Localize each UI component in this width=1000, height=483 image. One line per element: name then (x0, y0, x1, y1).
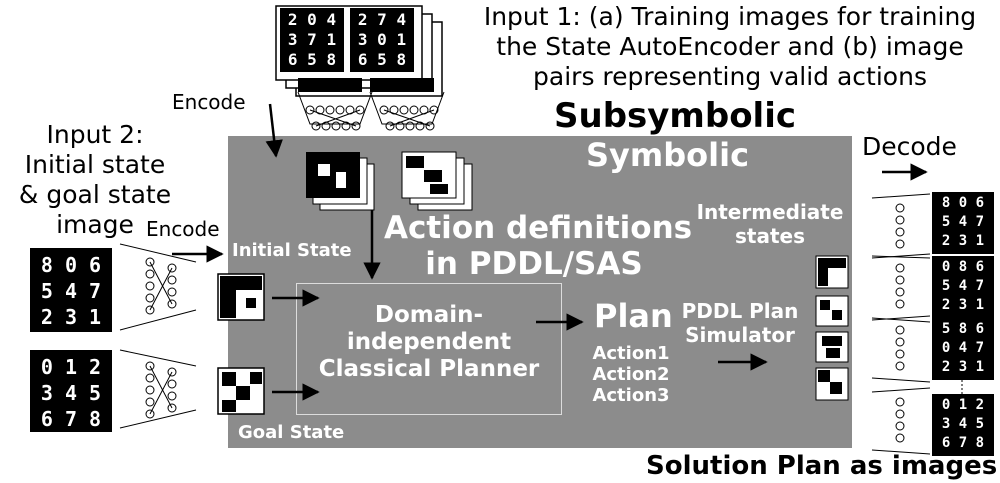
encode-left-label: Encode (146, 217, 220, 241)
plan-action-3: Action3 (592, 385, 670, 406)
output-image-3 (932, 318, 994, 380)
initial-state-label: Initial State (232, 240, 352, 261)
initial-state-image (30, 248, 112, 332)
output-image-2 (932, 256, 994, 318)
plan-actions: Action1 Action2 Action3 (586, 343, 676, 406)
planner-box (296, 283, 562, 415)
output-digits-1: 8 0 6 5 4 7 2 3 1 (941, 195, 985, 249)
training-grid-right: 2 7 4 3 0 1 6 5 8 (357, 10, 407, 69)
goal-state-grid (217, 367, 265, 415)
goal-state-label: Goal State (238, 422, 345, 443)
encoder-network-top (297, 91, 445, 131)
decoder-networks (871, 193, 931, 455)
input2-caption: Input 2: Initial state & goal state imag… (18, 120, 172, 239)
planner-label: Domain- independent Classical Planner (318, 302, 540, 382)
encode-top-label: Encode (172, 90, 246, 114)
goal-digits: 0 1 2 3 4 5 6 7 8 (40, 355, 102, 431)
training-grid-left: 2 0 4 3 7 1 6 5 8 (287, 10, 337, 69)
intermediate-states-label: Intermediate states (696, 200, 844, 248)
initial-digits: 8 0 6 5 4 7 2 3 1 (40, 253, 102, 329)
plan-label: Plan (594, 297, 673, 335)
encoder-network-left (119, 243, 197, 429)
arrow-encode-top (265, 103, 283, 158)
output-image-1 (932, 192, 994, 254)
output-digits-2: 0 8 6 5 4 7 2 3 1 (941, 259, 985, 313)
output-image-4 (932, 394, 994, 456)
goal-state-image (30, 350, 112, 432)
symbolic-state-stack-left (306, 152, 375, 211)
simulator-label: PDDL Plan Simulator (681, 299, 799, 347)
solution-plan-label: Solution Plan as images (646, 451, 998, 481)
plan-action-1: Action1 (592, 343, 670, 364)
output-digits-3: 5 8 6 0 4 7 2 3 1 (941, 321, 985, 375)
intermediate-states (815, 255, 849, 401)
initial-state-grid (217, 273, 265, 321)
input1-caption: Input 1: (a) Training images for trainin… (483, 2, 977, 91)
subsymbolic-label: Subsymbolic (554, 96, 797, 136)
plan-action-2: Action2 (592, 364, 670, 385)
decode-label: Decode (862, 132, 957, 161)
symbolic-state-stack-right (401, 151, 473, 211)
action-definitions-label: Action definitions in PDDL/SAS (384, 210, 693, 282)
output-digits-4: 0 1 2 3 4 5 6 7 8 (941, 397, 985, 451)
symbolic-label: Symbolic (586, 136, 750, 174)
training-image-stack (275, 5, 443, 97)
